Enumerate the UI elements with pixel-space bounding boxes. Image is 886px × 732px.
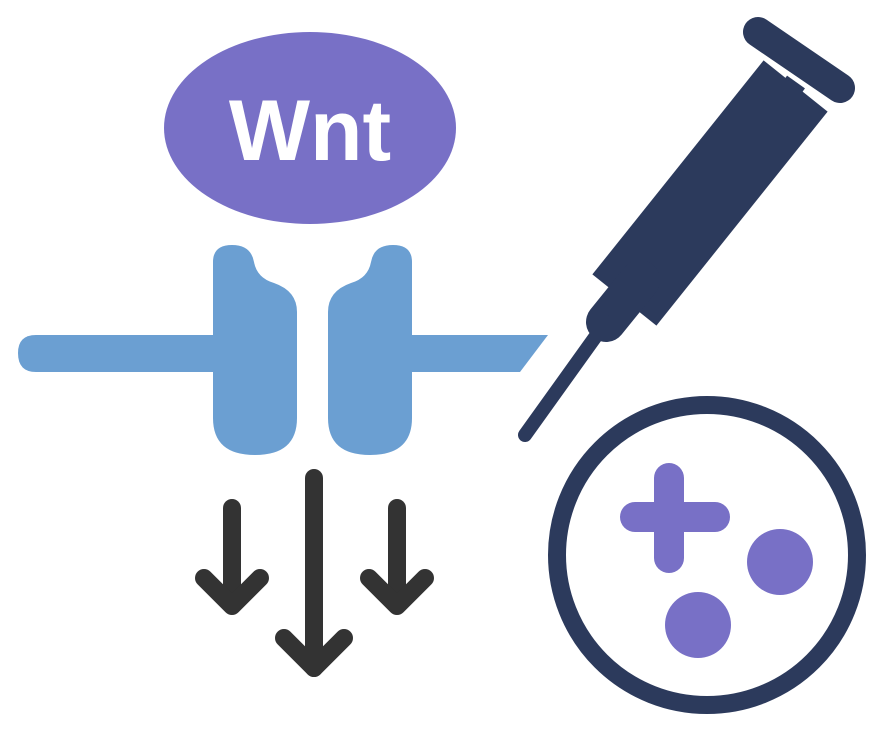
plus-horizontal <box>620 502 730 532</box>
dish-contents <box>620 463 813 658</box>
wnt-ellipse <box>164 32 456 224</box>
arrow-down-icon <box>360 499 434 615</box>
syringe-icon <box>518 17 855 442</box>
arrow-down-icon <box>275 469 353 677</box>
arrow-down-icon <box>195 499 269 615</box>
receptor <box>213 245 412 455</box>
membrane-left <box>18 335 215 372</box>
cell-membrane <box>18 335 548 372</box>
receptor-right-subunit <box>328 245 412 455</box>
wnt-label: Wnt <box>229 83 391 179</box>
membrane-right <box>410 335 548 372</box>
colony-dot <box>665 592 731 658</box>
wnt-ligand: Wnt <box>164 32 456 224</box>
receptor-left-subunit <box>213 245 297 455</box>
dish-ring <box>548 396 866 714</box>
petri-dish-icon <box>548 396 866 714</box>
signal-arrows <box>195 469 434 677</box>
colony-dot <box>747 529 813 595</box>
